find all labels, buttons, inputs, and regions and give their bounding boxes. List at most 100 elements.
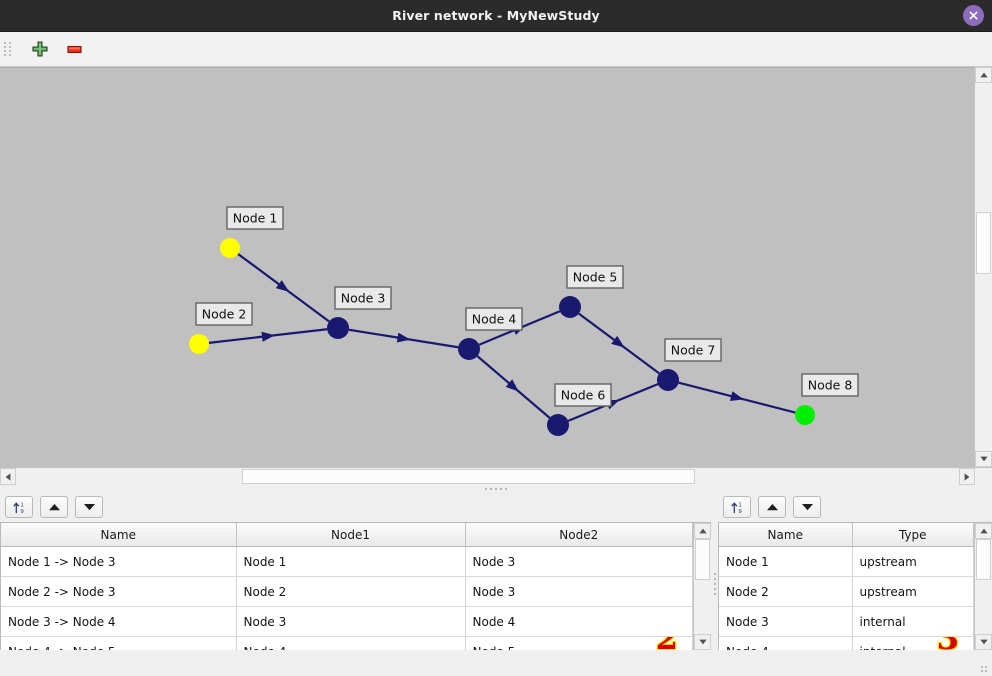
grip-dot [9,54,11,56]
canvas-hscroll-thumb[interactable] [242,469,695,484]
scroll-up-button[interactable] [975,67,992,83]
scroll-right-button[interactable] [959,468,975,485]
links-vscroll-thumb[interactable] [695,539,710,580]
grip-dot [4,42,6,44]
table-cell[interactable]: upstream [852,576,974,607]
canvas-vscroll-track[interactable] [975,83,992,451]
network-node-n1[interactable] [220,238,240,258]
table-cell[interactable]: Node 2 [719,576,853,607]
nodes-table-vertical-scrollbar[interactable] [974,523,992,650]
node-label-box-n8[interactable]: Node 8 [801,373,859,397]
scroll-left-button[interactable] [0,468,16,485]
table-cell[interactable]: Node 4 [236,636,466,650]
resize-grip[interactable] [981,666,989,674]
table-cell[interactable]: Node 52 [465,636,693,650]
nodes-layer [189,238,815,436]
network-node-n4[interactable] [458,338,480,360]
table-cell[interactable]: Node 2 [236,576,466,607]
nodes-scroll-up-button[interactable] [975,523,992,539]
add-plus-icon[interactable] [26,35,54,63]
table-cell[interactable]: Node 1 -> Node 3 [1,546,237,577]
table-cell[interactable]: Node 3 -> Node 4 [1,606,237,637]
scroll-down-button[interactable] [975,451,992,467]
table-cell[interactable]: Node 3 [236,606,466,637]
network-node-n3[interactable] [327,317,349,339]
nodes-move-down-button[interactable] [793,496,821,518]
canvas-horizontal-scrollbar[interactable] [0,467,992,485]
links-table-vertical-scrollbar[interactable] [693,523,711,650]
links-sort-button[interactable]: 1 9 [5,496,33,518]
nodes-sort-button[interactable]: 1 9 [723,496,751,518]
network-node-n6[interactable] [547,414,569,436]
splitter-dot [500,487,502,490]
node-label-box-n5[interactable]: Node 5 [566,265,624,289]
links-scroll-up-button[interactable] [694,523,711,539]
links-move-down-button[interactable] [75,496,103,518]
table-cell[interactable]: Node 4 [465,606,693,637]
column-header[interactable]: Type [852,523,974,547]
column-header[interactable]: Node2 [465,523,693,547]
table-cell[interactable]: internal [852,606,974,637]
remove-minus-icon[interactable] [60,35,88,63]
triangle-down-icon [979,639,988,645]
table-cell[interactable]: upstream [852,546,974,577]
column-header[interactable]: Name [719,523,853,547]
node-label-text: Node 1 [233,211,278,226]
vertical-splitter[interactable] [711,492,718,676]
nodes-move-up-button[interactable] [758,496,786,518]
triangle-right-icon [964,472,970,481]
toolbar-drag-handle[interactable] [3,38,12,60]
svg-text:1: 1 [20,502,23,508]
node-label-box-n1[interactable]: Node 1 [226,206,284,230]
node-label-box-n7[interactable]: Node 7 [664,338,722,362]
nodes-vscroll-track[interactable] [975,539,992,634]
canvas-vscroll-thumb[interactable] [976,211,991,275]
table-cell[interactable]: Node 4 -> Node 5 [1,636,237,650]
network-node-n7[interactable] [657,369,679,391]
network-diagram-canvas[interactable]: Node 1 Node 2 Node 3 Node 4 Node 5 Node 6 Node… [0,67,974,467]
network-node-n5[interactable] [559,296,581,318]
table-cell[interactable]: Node 1 [719,546,853,577]
table-cell[interactable]: Node 2 -> Node 3 [1,576,237,607]
node-label-frame [226,206,284,230]
nodes-vscroll-thumb[interactable] [976,539,991,580]
nodes-scroll-down-button[interactable] [975,634,992,650]
canvas-hscroll-track[interactable] [16,468,959,485]
links-vscroll-track[interactable] [694,539,711,634]
node-label-box-n4[interactable]: Node 4 [465,307,523,331]
table-row[interactable]: Node 4internal3 [719,636,974,650]
node-label-box-n3[interactable]: Node 3 [334,286,392,310]
network-node-n2[interactable] [189,334,209,354]
node-label-box-n2[interactable]: Node 2 [195,302,253,326]
table-cell[interactable]: Node 3 [719,606,853,637]
table-cell[interactable]: internal3 [852,636,974,650]
links-scroll-down-button[interactable] [694,634,711,650]
table-cell[interactable]: Node 3 [465,576,693,607]
column-header[interactable]: Name [1,523,237,547]
links-move-up-button[interactable] [40,496,68,518]
table-cell[interactable]: Node 1 [236,546,466,577]
node-label-box-n6[interactable]: Node 6 [554,383,612,407]
table-cell[interactable]: Node 4 [719,636,853,650]
node-label-text: Node 8 [808,378,853,393]
horizontal-splitter[interactable] [0,485,992,492]
column-header[interactable]: Node1 [236,523,466,547]
link-arrow-icon [396,332,411,343]
close-icon[interactable] [963,5,984,26]
canvas-vertical-scrollbar[interactable] [974,67,992,467]
nodes-pane-toolbar: 1 9 [718,492,992,522]
table-cell[interactable]: Node 3 [465,546,693,577]
network-node-n8[interactable] [795,405,815,425]
